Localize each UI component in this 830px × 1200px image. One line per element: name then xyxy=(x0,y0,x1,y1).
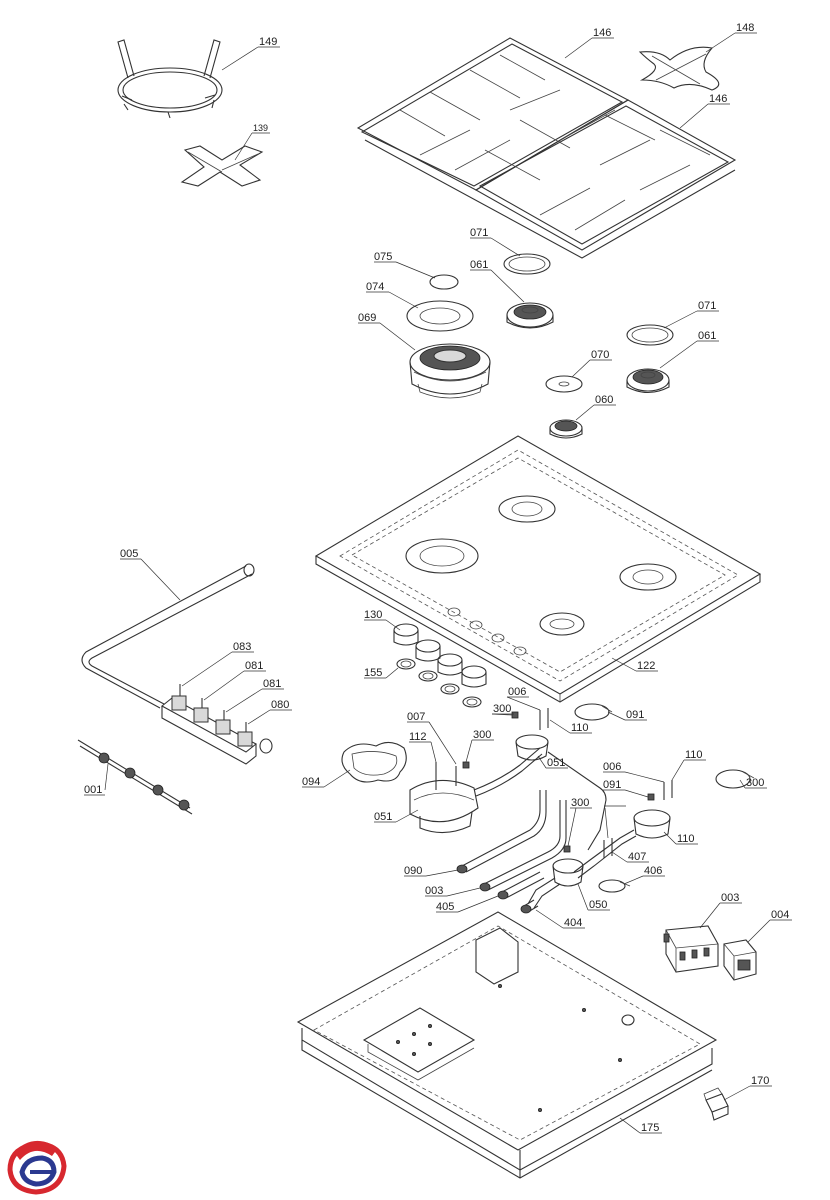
callout-146-top: 146 xyxy=(593,27,611,39)
callout-300-d: 091 xyxy=(603,779,621,791)
callout-112: 112 xyxy=(409,731,427,743)
burner-cap-071-right xyxy=(626,324,674,346)
gas-valves-manifold xyxy=(161,684,273,765)
callout-139: 139 xyxy=(253,123,268,133)
burner-body-051-b xyxy=(573,780,673,879)
burner-body-051-a xyxy=(511,708,607,851)
callout-006-b: 006 xyxy=(603,761,621,773)
callout-003: 003 xyxy=(721,892,739,904)
burner-061-top xyxy=(506,302,554,329)
burner-body-054 xyxy=(409,747,543,834)
callout-051-a: 051 xyxy=(547,757,565,769)
bezels-155 xyxy=(396,658,482,708)
callout-081-a: 081 xyxy=(245,660,263,672)
callout-155: 155 xyxy=(364,667,382,679)
callout-122: 122 xyxy=(637,660,655,672)
pan-support-146 xyxy=(356,37,737,259)
callout-069: 069 xyxy=(358,312,376,324)
clip-090 xyxy=(598,879,631,893)
callout-071-right: 071 xyxy=(698,300,716,312)
cap-075 xyxy=(429,274,459,290)
gasket-094 xyxy=(341,741,407,783)
callout-091-b: 300 xyxy=(746,777,764,789)
callout-081-b: 081 xyxy=(263,678,281,690)
callout-130: 130 xyxy=(364,609,382,621)
callout-060: 060 xyxy=(595,394,613,406)
callout-061-right: 061 xyxy=(698,330,716,342)
callout-007: 007 xyxy=(407,711,425,723)
bracket-170 xyxy=(703,1087,729,1121)
cap-070 xyxy=(545,375,583,393)
brand-logo-icon xyxy=(7,1140,67,1195)
callout-300-c: 300 xyxy=(571,797,589,809)
callout-175: 175 xyxy=(641,1122,659,1134)
callout-070: 070 xyxy=(591,349,609,361)
callout-091-a: 091 xyxy=(626,709,644,721)
gas-pipe-005 xyxy=(81,563,255,709)
callout-110-c: 407 xyxy=(628,851,646,863)
callout-075: 075 xyxy=(374,251,392,263)
callout-004: 004 xyxy=(771,909,789,921)
burner-cap-071-top xyxy=(503,253,551,275)
wok-burner-069 xyxy=(409,343,491,399)
callout-005: 005 xyxy=(120,548,138,560)
callout-146-right: 146 xyxy=(709,93,727,105)
callout-406: 003 xyxy=(425,885,443,897)
callout-149: 149 xyxy=(259,36,277,48)
supply-pipes xyxy=(456,790,567,914)
callout-050: 050 xyxy=(589,899,607,911)
callout-110-b: 110 xyxy=(685,749,703,761)
support-148 xyxy=(638,46,720,91)
callout-300-a: 300 xyxy=(493,703,511,715)
burner-060 xyxy=(549,419,583,439)
burner-061-right xyxy=(626,368,670,394)
callout-405: 405 xyxy=(436,901,454,913)
callout-110-a: 110 xyxy=(571,722,589,734)
callout-080: 080 xyxy=(271,699,289,711)
callout-404: 404 xyxy=(564,917,582,929)
knobs-130 xyxy=(393,623,487,688)
callout-148: 148 xyxy=(736,22,754,34)
simmer-plate-139 xyxy=(180,145,264,187)
burner-body-050 xyxy=(527,838,613,909)
callout-090: 406 xyxy=(644,865,662,877)
callout-071-top: 071 xyxy=(470,227,488,239)
harness-001 xyxy=(77,739,193,815)
callout-094: 094 xyxy=(302,776,320,788)
callout-006-a: 006 xyxy=(508,686,526,698)
mains-socket-004 xyxy=(723,939,757,981)
callout-054: 051 xyxy=(374,811,392,823)
callout-170: 170 xyxy=(751,1075,769,1087)
callout-001: 001 xyxy=(84,784,102,796)
callout-083: 083 xyxy=(233,641,251,653)
wok-ring-149 xyxy=(117,39,223,119)
callout-074: 074 xyxy=(366,281,384,293)
hob-top-plate-122 xyxy=(314,435,762,703)
callout-300-b: 300 xyxy=(473,729,491,741)
ignition-module-003 xyxy=(663,925,719,973)
base-casing-175 xyxy=(296,911,718,1179)
callout-061-top: 061 xyxy=(470,259,488,271)
ring-cap-074 xyxy=(406,300,474,332)
clip-091-a xyxy=(574,703,613,721)
callout-051-b: 110 xyxy=(677,833,695,845)
callout-407: 090 xyxy=(404,865,422,877)
clip-091-b xyxy=(715,769,755,789)
